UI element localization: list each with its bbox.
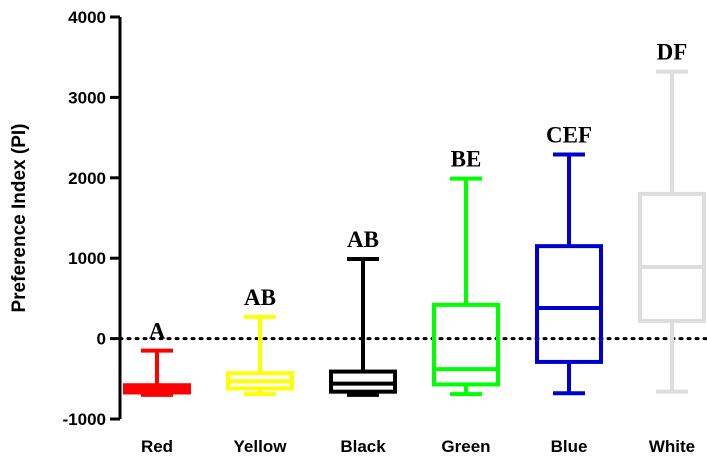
significance-letters: AB: [347, 227, 379, 252]
significance-letters: DF: [657, 40, 688, 65]
box-green: BE Green: [432, 147, 500, 456]
y-tick-label-2: 1000: [68, 249, 106, 268]
x-tick-label: Red: [141, 437, 173, 456]
iqr-box: [329, 369, 397, 394]
box-yellow: AB Yellow: [226, 285, 294, 456]
significance-letters: BE: [451, 147, 482, 172]
x-tick-label: White: [649, 437, 695, 456]
y-tick-label-0: -1000: [63, 410, 106, 429]
box-white: DF White: [638, 40, 706, 456]
y-tick-label-3: 2000: [68, 169, 106, 188]
significance-letters: CEF: [546, 122, 592, 147]
y-tick-label-1: 0: [97, 330, 106, 349]
iqr-box: [432, 302, 500, 387]
y-tick-label-4: 3000: [68, 88, 106, 107]
y-axis-title: Preference Index (PI): [9, 123, 30, 312]
significance-letters: A: [149, 319, 166, 344]
box-red: A Red: [123, 319, 191, 456]
x-tick-label: Blue: [551, 437, 588, 456]
x-tick-label: Yellow: [234, 437, 288, 456]
x-tick-label: Black: [340, 437, 386, 456]
iqr-box: [638, 191, 706, 323]
iqr-box: [535, 244, 603, 364]
y-tick-label-5: 4000: [68, 8, 106, 27]
box-blue: CEF Blue: [535, 122, 603, 456]
x-tick-label: Green: [441, 437, 490, 456]
significance-letters: AB: [244, 285, 276, 310]
box-black: AB Black: [329, 227, 397, 456]
